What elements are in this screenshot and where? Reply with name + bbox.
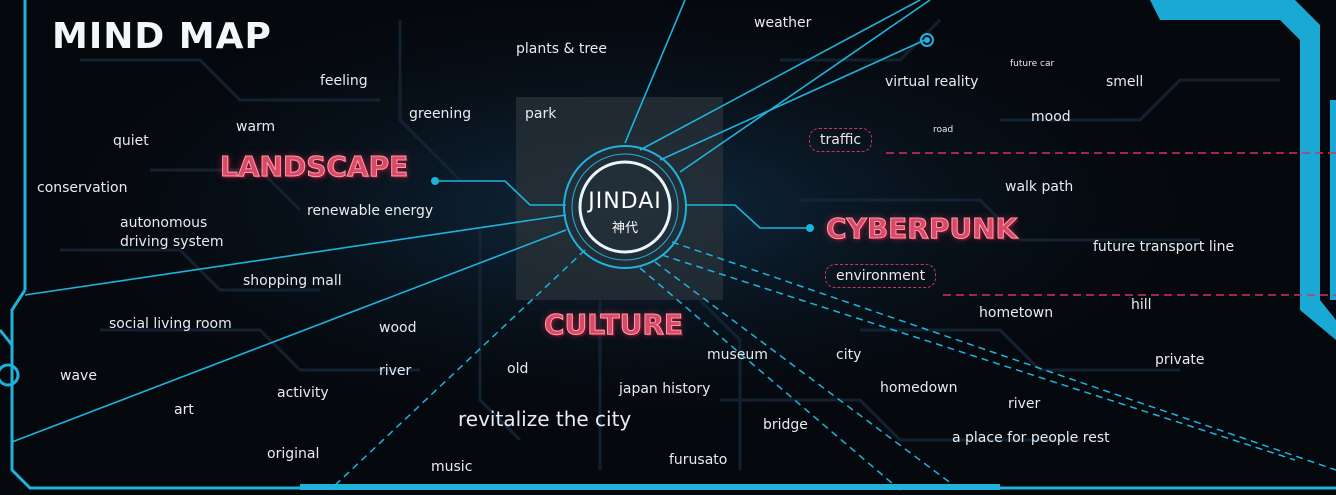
word-old: old: [507, 361, 529, 377]
word-river-left: river: [379, 363, 412, 379]
word-wave: wave: [60, 368, 97, 384]
word-bridge: bridge: [763, 417, 808, 433]
page-title: MIND MAP: [52, 16, 272, 57]
word-smell: smell: [1106, 74, 1144, 90]
category-landscape[interactable]: LANDSCAPE: [219, 150, 409, 184]
word-quiet: quiet: [113, 133, 149, 149]
center-node-sub: 神代: [611, 221, 638, 236]
word-river-right: river: [1008, 396, 1041, 412]
category-culture[interactable]: CULTURE: [543, 308, 684, 342]
word-mood: mood: [1031, 109, 1071, 125]
word-future-transport-line: future transport line: [1093, 239, 1235, 255]
word-traffic: traffic: [809, 128, 873, 152]
word-driving-system: driving system: [120, 234, 224, 250]
word-environment: environment: [825, 264, 937, 288]
word-conservation: conservation: [37, 180, 128, 196]
word-virtual-reality: virtual reality: [885, 74, 979, 90]
word-autonomous: autonomous: [120, 215, 208, 231]
word-renewable-energy: renewable energy: [307, 203, 434, 219]
word-furusato: furusato: [669, 452, 728, 468]
word-art: art: [174, 402, 194, 418]
word-hill: hill: [1131, 297, 1152, 313]
word-japan-history: japan history: [619, 381, 711, 397]
word-a-place-for-people-rest: a place for people rest: [952, 430, 1110, 446]
word-shopping-mall: shopping mall: [243, 273, 342, 289]
word-park: park: [525, 106, 557, 122]
word-feeling: feeling: [320, 73, 368, 89]
word-private: private: [1155, 352, 1205, 368]
word-warm: warm: [236, 119, 276, 135]
word-road: road: [933, 125, 954, 135]
word-weather: weather: [754, 15, 812, 31]
word-wood: wood: [379, 320, 417, 336]
word-social-living-room: social living room: [109, 316, 232, 332]
center-node-name: JINDAI: [588, 189, 662, 214]
center-node[interactable]: JINDAI 神代: [565, 147, 685, 267]
word-music: music: [431, 459, 473, 475]
word-original: original: [267, 446, 320, 462]
word-city: city: [836, 347, 862, 363]
word-walk-path: walk path: [1005, 179, 1074, 195]
word-revitalize-the-city: revitalize the city: [458, 407, 632, 431]
word-plants-tree: plants & tree: [516, 41, 607, 57]
word-hometown: hometown: [979, 305, 1054, 321]
word-activity: activity: [277, 385, 329, 401]
category-cyberpunk[interactable]: CYBERPUNK: [825, 212, 1018, 246]
word-greening: greening: [409, 106, 472, 122]
word-future-car: future car: [1010, 59, 1055, 69]
word-homedown: homedown: [880, 380, 958, 396]
word-museum: museum: [707, 347, 768, 363]
